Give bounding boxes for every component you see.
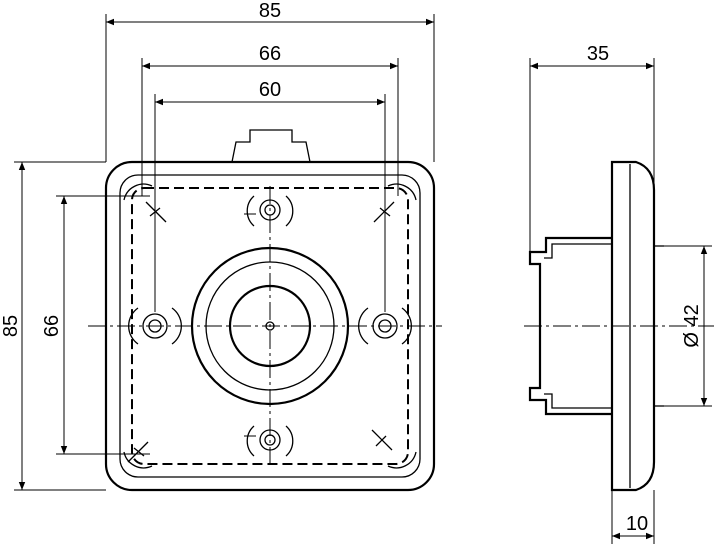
front-view: 85 66 60 85 66 <box>0 0 442 492</box>
dim-flange: 10 <box>626 513 648 535</box>
connector-nub <box>231 129 311 163</box>
boss-inner-disc <box>228 284 312 368</box>
boss-outer-ring <box>190 246 350 406</box>
boss-center-hole <box>265 321 275 331</box>
mounting-hole-bottom <box>244 425 294 457</box>
corner-cross-bottom-left <box>123 441 153 469</box>
mounting-hole-top <box>244 195 294 227</box>
side-view: 35 Ø 42 10 <box>524 43 714 544</box>
dim-top-overall: 85 <box>259 0 281 22</box>
corner-cross-top-left <box>123 183 167 223</box>
dim-depth: 35 <box>587 43 609 65</box>
flange-outline <box>610 160 656 492</box>
body-inner-outline <box>544 243 612 409</box>
mounting-hole-right <box>358 307 412 345</box>
dim-top-inner: 60 <box>259 79 281 101</box>
dim-diameter: Ø 42 <box>681 304 703 347</box>
boss-middle-ring <box>205 261 335 391</box>
corner-cross-top-right <box>373 183 417 223</box>
dim-top-mid: 66 <box>259 43 281 65</box>
corner-cross-bottom-right <box>371 429 417 469</box>
mounting-hole-left <box>128 307 182 345</box>
dim-left-inner: 66 <box>41 315 63 337</box>
dim-left-overall: 85 <box>0 315 22 337</box>
